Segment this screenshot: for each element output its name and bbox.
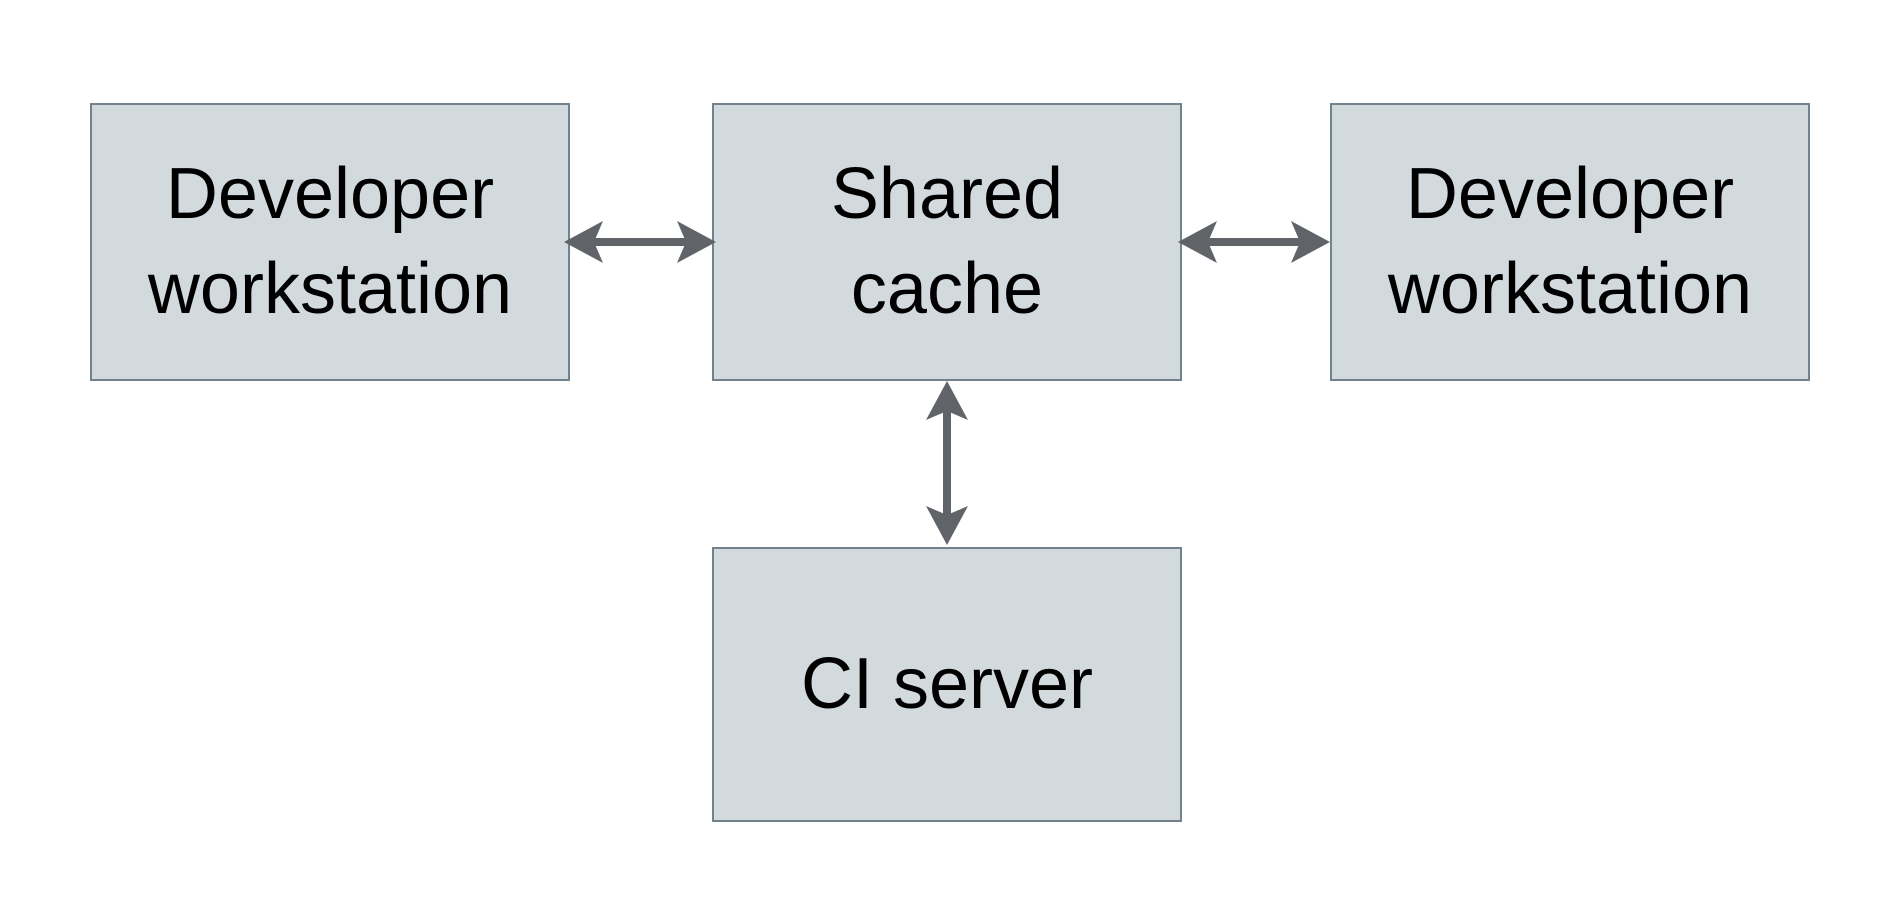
double-arrow-icon-right [1176, 218, 1332, 266]
node-developer-workstation-right: Developer workstation [1330, 103, 1810, 381]
node-label: Shared cache [830, 154, 1064, 329]
double-arrow-icon-vertical [923, 379, 971, 547]
node-developer-workstation-left: Developer workstation [90, 103, 570, 381]
node-shared-cache: Shared cache [712, 103, 1182, 381]
node-label: CI server [800, 644, 1094, 724]
node-label: Developer workstation [1387, 154, 1753, 329]
node-label: Developer workstation [147, 154, 513, 329]
double-arrow-icon-left [562, 218, 718, 266]
node-ci-server: CI server [712, 547, 1182, 822]
